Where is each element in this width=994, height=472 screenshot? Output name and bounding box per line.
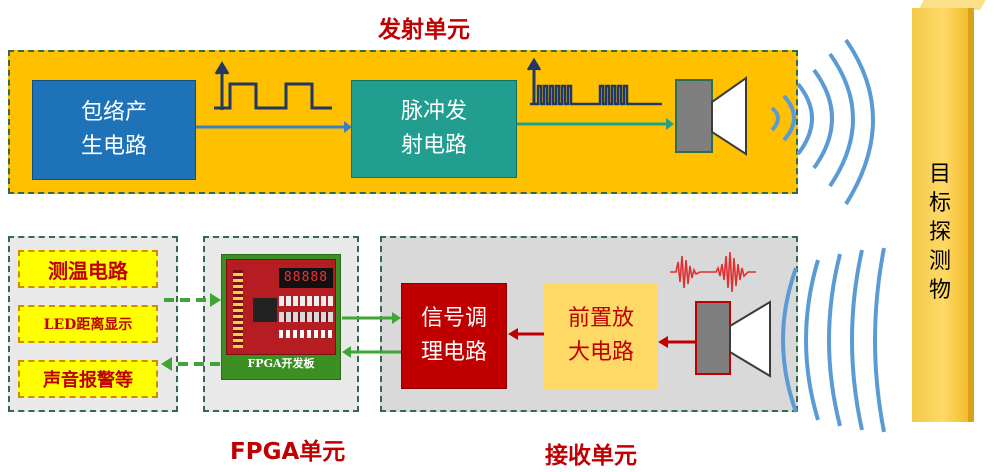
pulse-transmit-circuit-block: 脉冲发 射电路 — [351, 80, 517, 178]
target-object-label: 目 标 探 测 物 — [928, 162, 951, 303]
fpga-led-row — [279, 330, 333, 338]
transmit-transducer-icon — [675, 76, 747, 156]
pulse-burst-wave — [526, 57, 662, 106]
fpga-header-pins — [233, 270, 243, 348]
fpga-board-circuit: 88888 — [226, 259, 336, 355]
temperature-circuit-label: 测温电路 — [18, 250, 158, 288]
envelope-to-pulse-arrow — [196, 121, 352, 133]
receive-transducer-icon — [695, 300, 771, 378]
fpga-switch-row — [279, 312, 333, 322]
preamp-to-signal-cond-arrow — [508, 328, 544, 340]
envelope-circuit-block: 包络产 生电路 — [32, 80, 196, 180]
fpga-unit-title: FPGA单元 — [230, 439, 346, 465]
sound-alarm-label: 声音报警等 — [18, 360, 158, 398]
fpga-to-signal-cond-arrow — [342, 312, 401, 324]
fpga-chip — [253, 298, 277, 322]
envelope-square-wave — [214, 61, 332, 110]
fpga-button-row — [279, 296, 333, 306]
fpga-dev-board: 88888 FPGA开发板 — [221, 254, 341, 380]
receiver-to-preamp-arrow — [658, 336, 700, 348]
led-distance-display-label: LED距离显示 — [18, 305, 158, 343]
receive-wave-arcs — [781, 247, 886, 433]
receive-unit-title: 接收单元 — [545, 443, 637, 469]
transmit-wave-arcs — [770, 38, 875, 206]
signal-conditioning-block: 信号调 理电路 — [401, 283, 507, 389]
fpga-to-alarm-dashed-arrow — [161, 357, 220, 371]
temp-to-fpga-dashed-arrow — [164, 293, 221, 307]
pulse-to-transducer-arrow — [517, 118, 674, 130]
target-object — [912, 8, 974, 422]
preamplifier-block: 前置放 大电路 — [544, 283, 658, 389]
fpga-board-label: FPGA开发板 — [247, 357, 315, 370]
echo-waveform — [670, 251, 756, 293]
fpga-seven-segment-display: 88888 — [279, 268, 333, 288]
transmit-unit-title: 发射单元 — [378, 17, 470, 43]
signal-cond-to-fpga-arrow — [342, 346, 401, 358]
